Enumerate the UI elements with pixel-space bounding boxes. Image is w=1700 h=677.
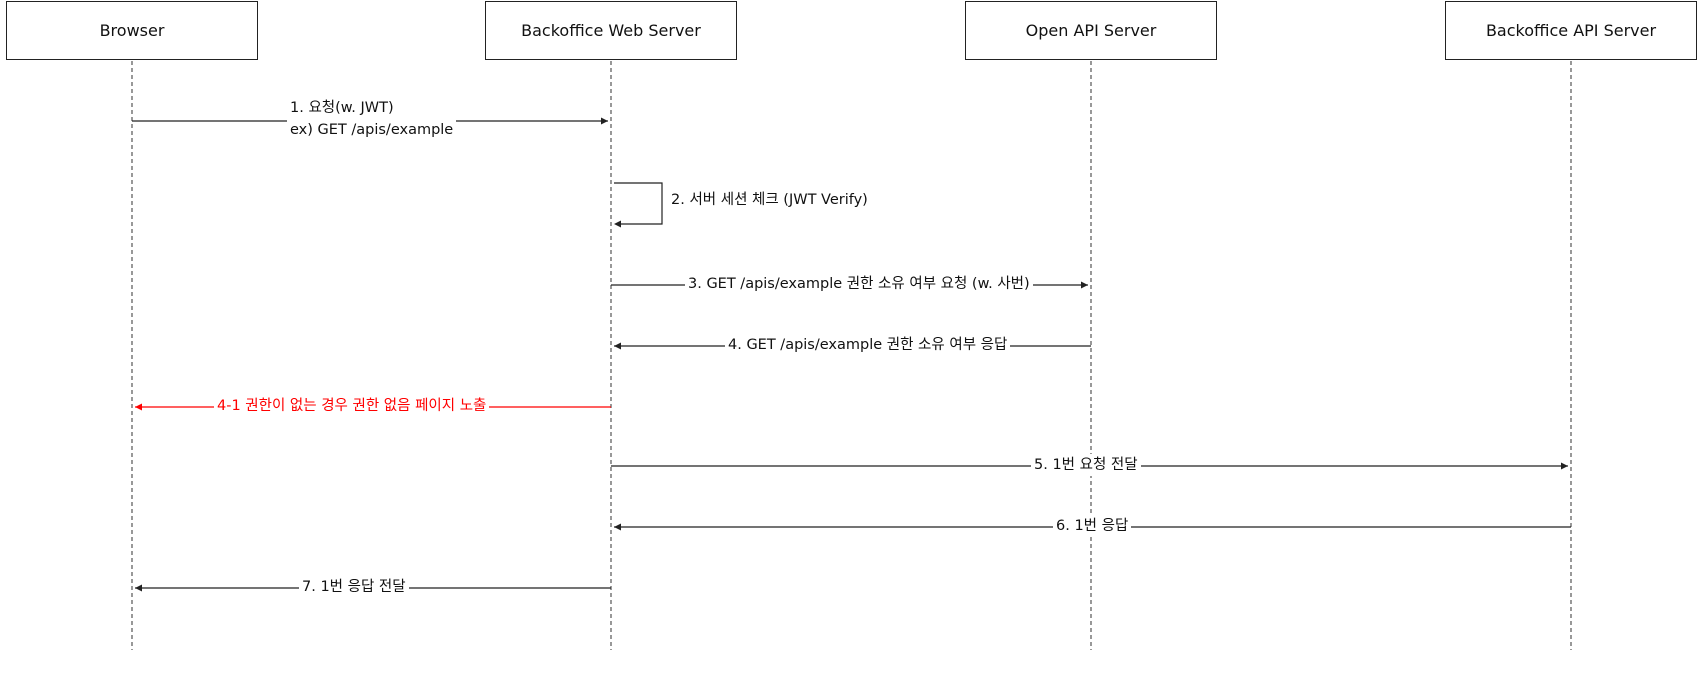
- message-2-label: 2. 서버 세션 체크 (JWT Verify): [671, 192, 868, 208]
- m3-arrowhead: [1081, 281, 1088, 289]
- participant-open-api-server: Open API Server: [965, 1, 1217, 60]
- m5-arrowhead: [1561, 462, 1568, 470]
- participant-web-server-label: Backoffice Web Server: [521, 21, 701, 40]
- message-5-label: 5. 1번 요청 전달: [1031, 454, 1141, 476]
- m2-arrowhead: [614, 220, 621, 228]
- m41-arrowhead: [135, 403, 142, 411]
- participant-browser: Browser: [6, 1, 258, 60]
- participant-web-server: Backoffice Web Server: [485, 1, 737, 60]
- participant-api-server-label: Backoffice API Server: [1485, 21, 1657, 40]
- message-7-label: 7. 1번 응답 전달: [299, 576, 409, 598]
- message-1-line-2: ex) GET /apis/example: [290, 122, 454, 138]
- participant-open-api-server-label: Open API Server: [1025, 21, 1157, 40]
- participant-api-server: Backoffice API Server: [1445, 1, 1697, 60]
- m6-arrowhead: [614, 523, 621, 531]
- message-1-label: 1. 요청(w. JWT) ex) GET /apis/example: [287, 97, 457, 141]
- m2-self-arrow-line: [614, 182, 663, 225]
- message-4-label: 4. GET /apis/example 권한 소유 여부 응답: [725, 334, 1011, 356]
- m1-arrowhead: [601, 117, 608, 125]
- m4-arrowhead: [614, 342, 621, 350]
- message-4-1-label: 4-1 권한이 없는 경우 권한 없음 페이지 노출: [214, 395, 490, 417]
- message-1-line-1: 1. 요청(w. JWT): [290, 100, 394, 116]
- m7-arrowhead: [135, 584, 142, 592]
- participant-browser-label: Browser: [99, 21, 165, 40]
- message-3-label: 3. GET /apis/example 권한 소유 여부 요청 (w. 사번): [685, 273, 1033, 295]
- message-6-label: 6. 1번 응답: [1053, 515, 1132, 537]
